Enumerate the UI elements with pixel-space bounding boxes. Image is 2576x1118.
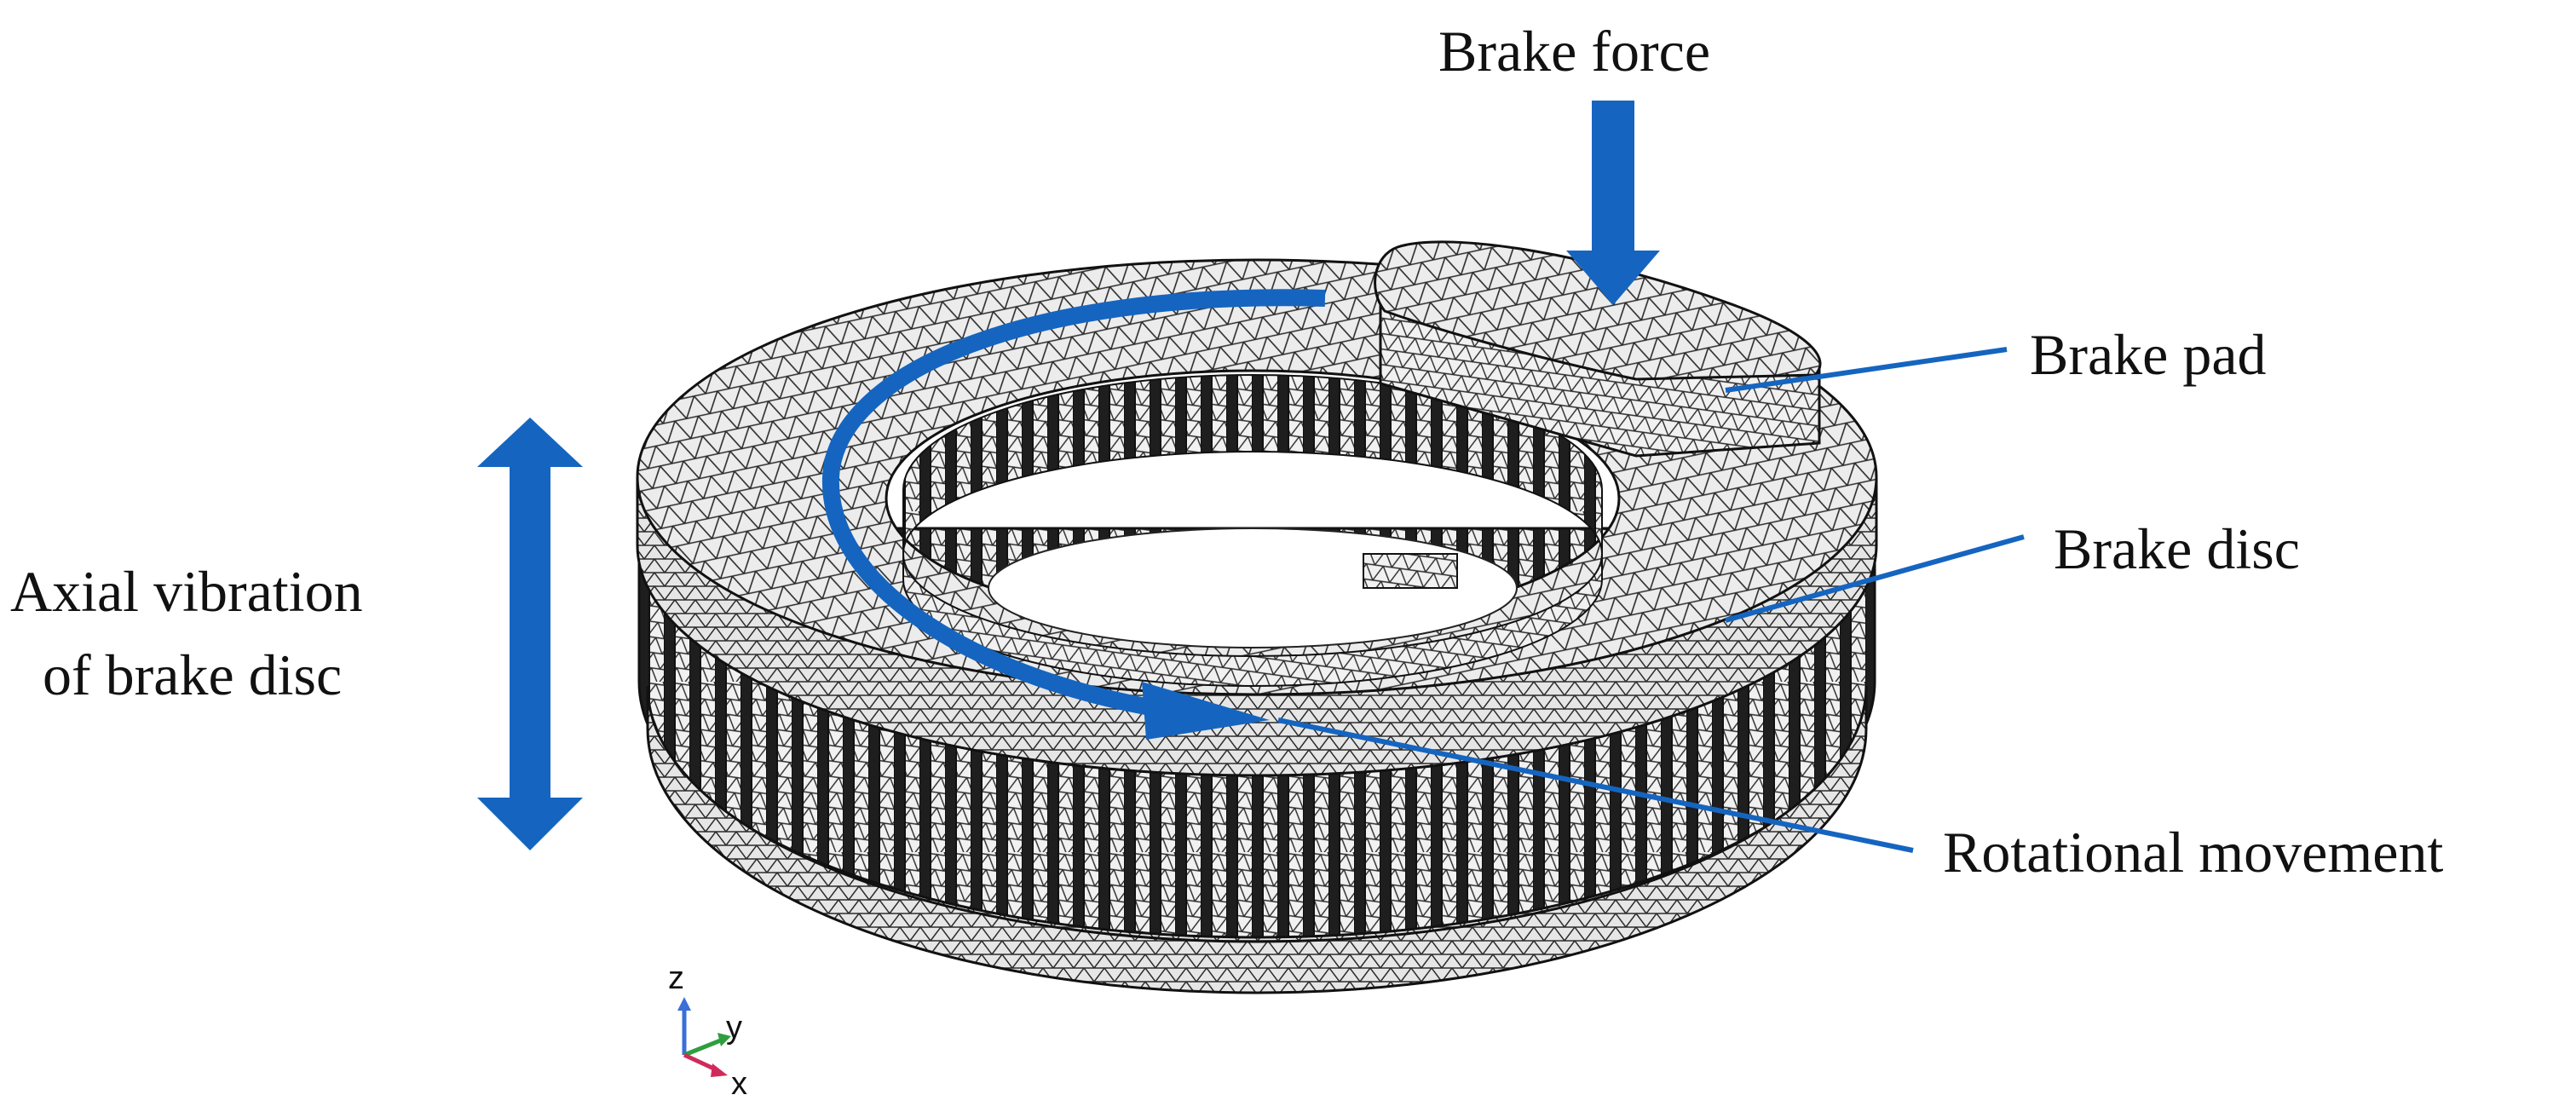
brake-pad-shape	[1374, 240, 1822, 458]
disc-inner-hole	[902, 374, 1603, 687]
brake-force-arrow	[1566, 101, 1660, 305]
brake-pad-top	[1374, 240, 1822, 381]
axis-y-label: y	[726, 1010, 742, 1046]
label-axial-line1: Axial vibration	[10, 559, 363, 624]
inner-near-lip	[902, 553, 1603, 687]
axial-arrow-up-head	[477, 418, 583, 467]
axis-triad: z y x	[668, 960, 747, 1102]
label-axial-line2: of brake disc	[43, 643, 343, 707]
axial-arrow-down-head	[477, 798, 583, 850]
rotation-arrow-arc	[821, 289, 1326, 720]
label-brake-disc: Brake disc	[2054, 516, 2300, 581]
rotation-arrow-head	[1142, 682, 1270, 740]
axis-y-head	[717, 1033, 731, 1046]
label-brake-force: Brake force	[1438, 19, 1711, 84]
pad-back-tab	[1363, 553, 1458, 589]
leader-brake-pad	[1725, 347, 2008, 393]
leader-lines	[1277, 347, 2025, 853]
axis-x-head	[711, 1063, 728, 1077]
leader-brake-disc	[1725, 534, 2025, 623]
brake-force-arrow-head	[1566, 251, 1660, 305]
leader-rotational	[1277, 717, 1914, 853]
axial-vibration-arrow	[477, 418, 583, 850]
axis-y-line	[683, 1037, 723, 1057]
axis-x-label: x	[731, 1066, 747, 1102]
label-brake-pad: Brake pad	[2030, 322, 2267, 387]
axial-arrow-shaft	[510, 465, 550, 799]
label-rotational-movement: Rotational movement	[1943, 820, 2444, 885]
brake-force-arrow-shaft	[1592, 101, 1634, 252]
disc-bottom-plate	[646, 685, 1868, 994]
rotation-arrow	[821, 289, 1326, 740]
axis-z-head	[677, 997, 691, 1011]
axis-z-label: z	[668, 960, 684, 996]
